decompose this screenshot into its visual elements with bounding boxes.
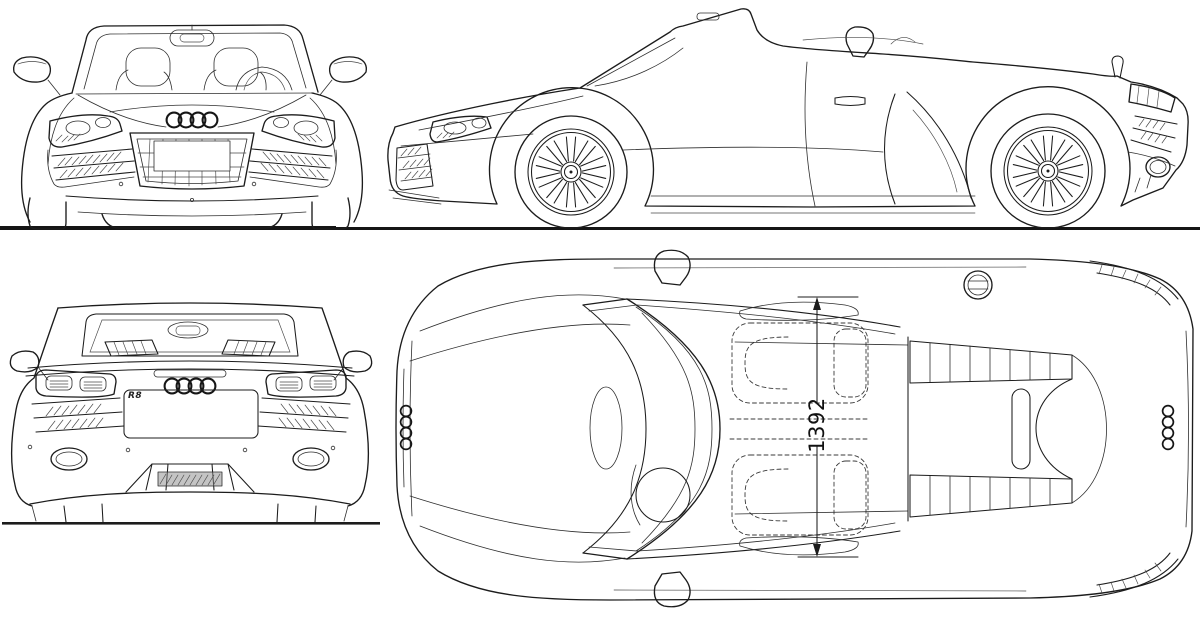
fender-right	[311, 92, 364, 223]
front-wheel	[514, 115, 628, 229]
dimension-label: 1392	[805, 397, 829, 452]
taillight-right	[265, 369, 347, 398]
side-view	[383, 0, 1200, 231]
windshield-frame	[71, 24, 319, 94]
taillight-top-right	[1089, 552, 1179, 598]
diffuser	[125, 463, 255, 493]
taillight-top-left	[1089, 260, 1179, 306]
tonneau-cover	[81, 313, 299, 357]
exhaust-tip-side	[1145, 156, 1171, 178]
model-badge: R8	[128, 391, 142, 401]
tire-right	[311, 197, 351, 230]
ground-line-lower	[2, 522, 380, 525]
mirror-left	[9, 350, 40, 373]
audi-rings-icon	[165, 111, 219, 129]
spoiler-edge	[27, 360, 353, 369]
deck-vent-right	[221, 339, 276, 357]
front-view	[4, 0, 376, 231]
intake-left	[47, 148, 136, 188]
top-view-drawing: 1392	[395, 249, 1194, 608]
front-grille-side	[395, 143, 434, 191]
rear-vent-slats	[1130, 115, 1178, 153]
engine-cover-waist	[1035, 378, 1073, 480]
engine-vent-left	[909, 340, 1073, 384]
mirror-top-left	[653, 249, 691, 286]
tire-left	[27, 197, 67, 230]
front-view-drawing	[13, 24, 367, 230]
engine-vent-right	[909, 474, 1073, 518]
headlight-side	[429, 115, 492, 143]
exhaust-right	[292, 447, 330, 471]
audi-rings-icon	[1161, 404, 1175, 451]
door-mirror	[845, 26, 875, 58]
door-shutline	[804, 61, 816, 207]
fender-left	[20, 92, 73, 223]
headlight-right	[261, 114, 336, 148]
rear-view: R8	[2, 292, 380, 526]
windshield	[586, 37, 676, 87]
rear-wheel	[990, 113, 1106, 229]
taillight-left	[35, 369, 117, 398]
car-silhouette	[387, 8, 1189, 208]
audi-rings-icon	[163, 377, 217, 395]
deck-vent-left	[104, 339, 159, 357]
side-mirror-right	[328, 56, 367, 83]
audi-rings-icon	[399, 404, 413, 451]
steering-wheel	[235, 66, 293, 91]
body-outline-left	[11, 307, 59, 507]
bumper-vent-right	[257, 397, 351, 433]
headrest-right	[213, 47, 259, 87]
front-bumper	[65, 195, 319, 202]
ground-line-upper	[0, 227, 1200, 230]
cabin-oval	[589, 386, 623, 470]
bumper-center-panel	[123, 389, 259, 439]
rear-view-drawing: R8	[2, 302, 380, 525]
body-outline-top	[395, 258, 1194, 601]
center-console	[729, 418, 871, 440]
exhaust-left	[50, 447, 88, 471]
side-view-drawing	[387, 8, 1189, 229]
dashboard	[641, 312, 696, 544]
windshield-top	[582, 298, 721, 560]
intake-right	[248, 148, 337, 188]
mirror-right	[342, 350, 373, 373]
taillight-side	[1128, 83, 1176, 113]
headlight-left	[48, 114, 123, 148]
top-view: 1392	[390, 241, 1200, 618]
rear-tires	[63, 503, 317, 523]
hoop-fairing-right	[739, 536, 859, 556]
front-grille	[129, 132, 255, 190]
hoop-fairing-left	[739, 301, 859, 321]
mirror-top-right	[653, 571, 691, 608]
license-light-strip	[153, 369, 227, 378]
side-mirror-left	[13, 56, 52, 83]
seat-passenger	[731, 322, 869, 404]
bumper-vent-left	[31, 397, 125, 433]
steering-wheel-top	[635, 467, 691, 523]
fuel-cap	[963, 270, 993, 300]
headrest-left	[125, 47, 171, 87]
rollover-fin	[1111, 55, 1124, 79]
engine-cover-strip	[1011, 388, 1031, 470]
door-handle	[834, 95, 866, 107]
seat-driver	[731, 454, 869, 536]
side-blade	[884, 93, 896, 205]
dimension-annotation: 1392	[797, 296, 859, 558]
